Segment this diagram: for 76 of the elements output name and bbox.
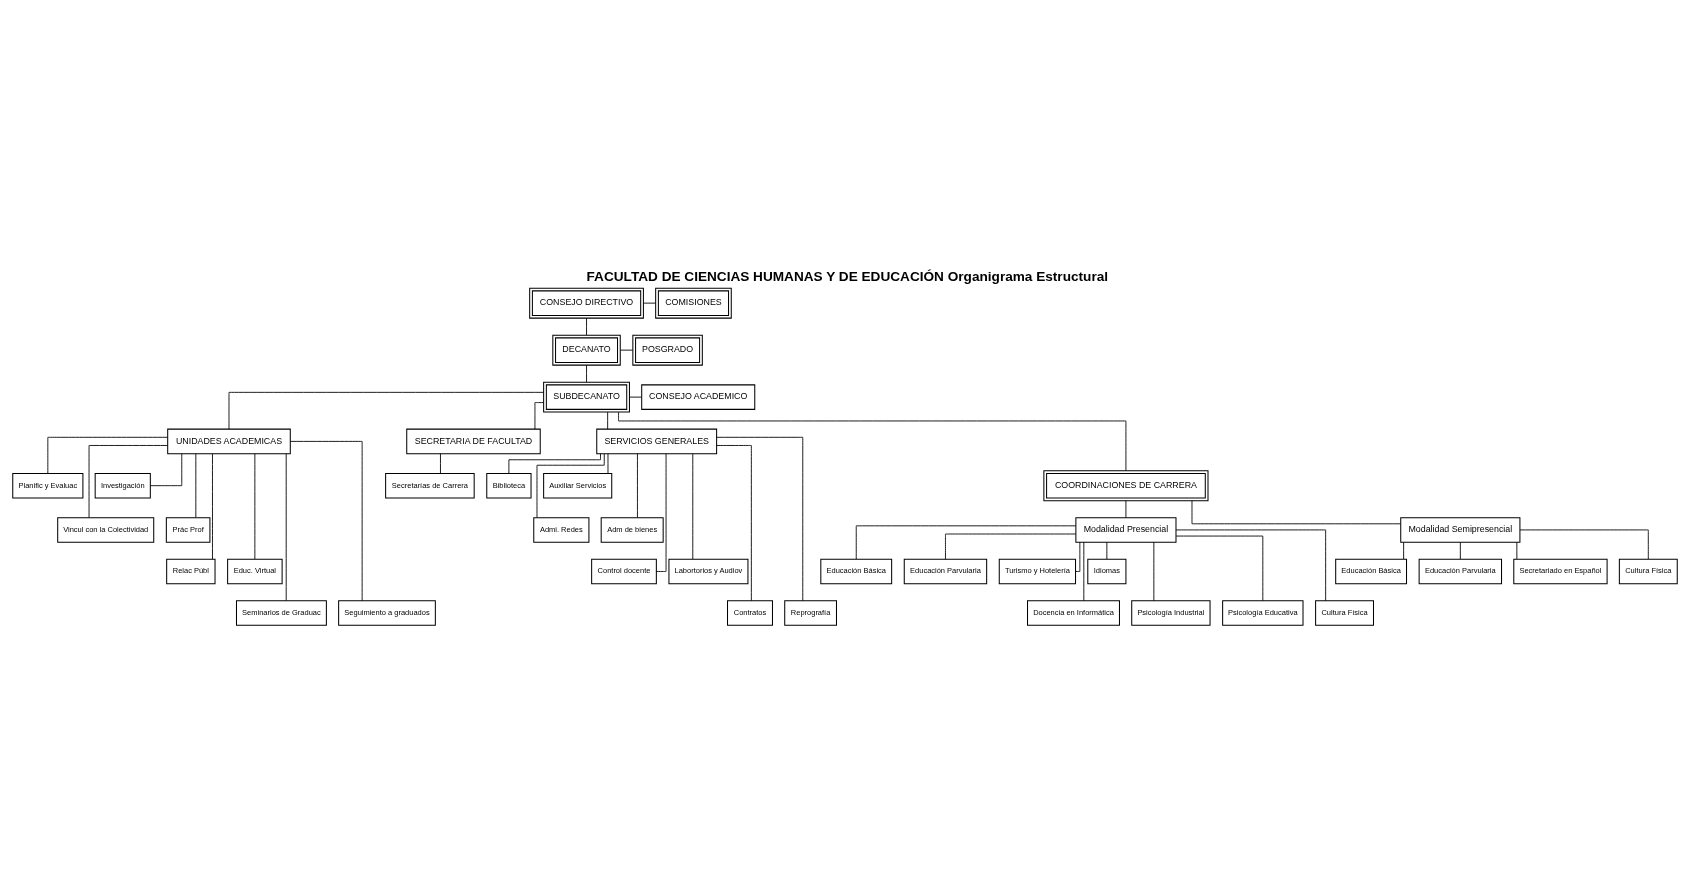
connector — [1516, 541, 1518, 559]
diagram-title: FACULTAD DE CIENCIAS HUMANAS Y DE EDUCACIÓN Organigrama Estructural — [586, 268, 1109, 284]
connector — [586, 364, 587, 382]
node-box: Planific y Evaluac — [12, 472, 84, 498]
connector — [212, 452, 213, 559]
connector — [1403, 541, 1405, 559]
node-box: Adm de bienes — [600, 516, 664, 543]
connector — [228, 391, 545, 429]
node-box: Vincul con la Colectividad — [57, 516, 155, 543]
connector — [716, 436, 804, 601]
node-box: Reprografía — [784, 599, 837, 626]
node-box: Educación Básica — [820, 558, 893, 584]
node-box: Seminarios de Graduac — [235, 599, 327, 626]
node-box: Educación Básica — [1335, 558, 1408, 584]
connector — [855, 524, 1077, 559]
node-box: Cultura Física — [1315, 599, 1374, 626]
connector — [536, 452, 605, 518]
connector — [607, 452, 609, 474]
connector — [629, 396, 643, 398]
connector — [254, 452, 256, 559]
connector — [88, 444, 169, 518]
connector — [440, 452, 441, 474]
connector — [1459, 541, 1461, 559]
node-box: Relac Públ — [166, 558, 216, 584]
node-box: Contratos — [727, 599, 773, 626]
node-box: Cultura Física — [1618, 558, 1678, 584]
connector — [1083, 541, 1085, 601]
node-box: UNIDADES ACADEMICAS — [167, 428, 291, 454]
connector — [1175, 529, 1327, 601]
node-box: Psicología Educativa — [1222, 599, 1304, 626]
node-box: Psicología Industrial — [1131, 599, 1211, 626]
connector — [716, 444, 752, 601]
connector — [656, 452, 667, 572]
node-box: Labortorios y Audiov — [668, 558, 749, 584]
node-box: Admi. Redes — [533, 516, 590, 543]
node-box: Turismo y Hotelería — [998, 558, 1077, 584]
connector — [643, 302, 656, 304]
connector — [1106, 541, 1108, 559]
node-box: Modalidad Presencial — [1075, 516, 1177, 543]
connector — [586, 317, 587, 335]
connector — [1153, 541, 1155, 601]
connector — [1519, 529, 1649, 559]
connector — [607, 411, 609, 429]
node-box: Educación Parvularia — [903, 558, 988, 584]
connector — [289, 440, 363, 601]
node-box: Secretariado en Español — [1513, 558, 1608, 584]
connector — [47, 436, 169, 474]
connector — [149, 452, 183, 486]
connector — [285, 452, 287, 601]
connector — [637, 452, 638, 518]
node-box: Educ. Virtual — [227, 558, 283, 584]
node-box: Biblioteca — [486, 472, 532, 498]
connector — [945, 533, 1077, 560]
connector — [1175, 535, 1264, 601]
node-box: SERVICIOS GENERALES — [596, 428, 718, 454]
connector — [508, 452, 601, 474]
node-box: CONSEJO ACADEMICO — [641, 383, 756, 410]
connector — [1125, 499, 1127, 518]
connector — [620, 349, 634, 351]
connector — [1075, 541, 1081, 572]
connector — [195, 452, 197, 518]
node-box: Investigación — [94, 472, 151, 498]
node-box: Seguimiento a graduados — [338, 599, 436, 626]
node-box: Educación Parvularia — [1418, 558, 1503, 584]
node-box: SECRETARIA DE FACULTAD — [406, 428, 541, 454]
node-box: Control docente — [591, 558, 657, 584]
node-box: Docencia en Informática — [1027, 599, 1120, 626]
connector — [1191, 499, 1401, 524]
connector — [618, 411, 1127, 471]
node-box: Modalidad Semipresencial — [1400, 516, 1521, 543]
connector — [534, 401, 544, 430]
node-box: Auxiliar Servicios — [543, 472, 613, 498]
connector — [692, 452, 694, 559]
node-box: Secretarías de Carrera — [385, 472, 475, 498]
node-box: Prác Prof — [165, 516, 211, 543]
node-box: Idiomas — [1087, 558, 1127, 584]
